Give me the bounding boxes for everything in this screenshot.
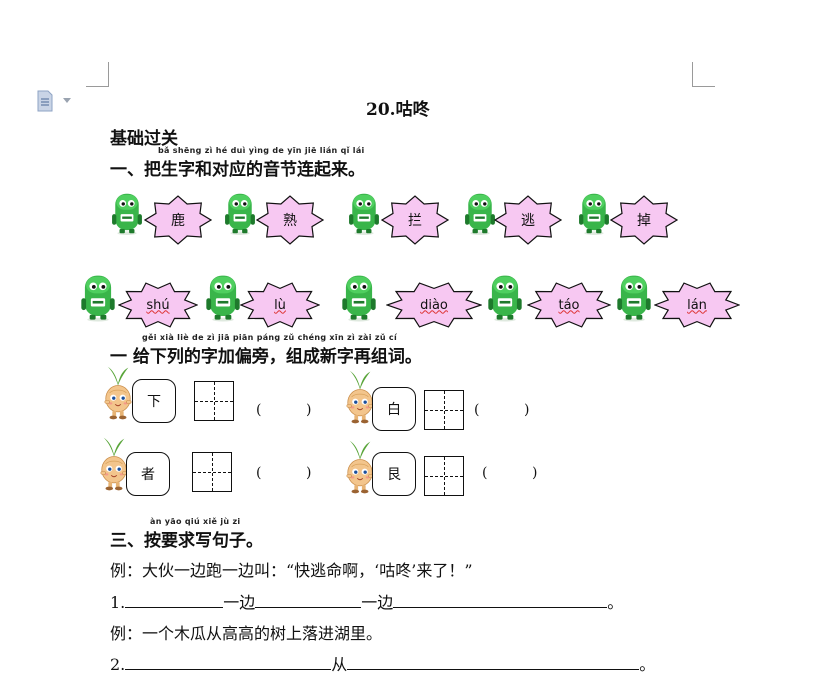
writing-grid[interactable] [192,452,232,492]
star-shape[interactable]: táo [527,281,611,329]
syllable-label: táo [558,297,580,313]
syllable-label: diào [420,297,448,313]
answer-parentheses[interactable]: ( ) [256,465,312,481]
star-shape[interactable]: 掉 [610,195,678,245]
character-label: 熟 [283,213,297,229]
page-title: 20.咕咚 [366,100,430,120]
mascot-icon [111,190,143,240]
mascot-icon [616,272,652,326]
margin-corner-top-left [86,62,109,87]
exercise-line-1: 1. 一边 一边 。 [110,589,623,613]
mascot-icon [487,272,523,326]
mascot-icon [205,272,241,326]
character-label: 逃 [521,213,535,229]
character-label: 者 [141,467,155,483]
section-subtitle: 基础过关 [110,129,178,149]
connector-word: 一边 [223,593,256,612]
syllable-label: lù [274,297,286,313]
mascot-icon [224,190,256,240]
star-shape[interactable]: 逃 [494,195,562,245]
answer-blank[interactable] [393,592,608,608]
star-shape[interactable]: 拦 [381,195,449,245]
document-icon[interactable] [36,90,54,112]
onion-mascot-icon [344,368,376,430]
character-label: 鹿 [171,213,185,229]
item-number: 1. [110,593,126,612]
character-box: 白 [372,387,416,431]
section3-heading: 三、按要求写句子。 [110,531,263,551]
character-label: 下 [147,394,161,410]
character-label: 拦 [408,213,422,229]
item-number: 2. [110,655,126,674]
star-shape[interactable]: 熟 [256,195,324,245]
sentence-end: 。 [607,593,624,612]
mascot-icon [341,272,377,326]
answer-blank[interactable] [347,654,640,670]
sentence-end: 。 [639,655,656,674]
character-label: 白 [387,402,401,418]
example-sentence-2: 例：一个木瓜从高高的树上落进湖里。 [110,624,383,643]
connector-word: 从 [331,655,348,674]
character-label: 掉 [637,213,651,229]
section3-pinyin: àn yāo qiú xiě jù zi [150,517,241,526]
writing-grid[interactable] [194,381,234,421]
example-sentence-1: 例：大伙一边跑一边叫：“快逃命啊，‘咕咚’来了！” [110,561,473,580]
mascot-icon [80,272,116,326]
syllable-label: lán [687,297,707,313]
dropdown-arrow-icon[interactable] [63,98,71,103]
answer-parentheses[interactable]: ( ) [256,402,312,418]
star-shape[interactable]: lù [240,281,320,329]
margin-corner-top-right [692,62,715,87]
character-box: 者 [126,452,170,496]
answer-blank[interactable] [125,654,332,670]
answer-parentheses[interactable]: ( ) [482,465,538,481]
character-box: 下 [132,379,176,423]
onion-mascot-icon [344,438,376,500]
mascot-icon [464,190,496,240]
section1-heading: 一、把生字和对应的音节连起来。 [110,160,365,180]
section1-pinyin: bǎ shēng zì hé duì yìng de yīn jiē lián … [158,146,365,155]
writing-grid[interactable] [424,390,464,430]
character-box: 艮 [372,452,416,496]
star-shape[interactable]: shú [118,281,198,329]
mascot-icon [348,190,380,240]
onion-mascot-icon [102,364,134,426]
star-shape[interactable]: lán [654,281,740,329]
section2-pinyin: gěi xià liè de zì jiā piān páng zǔ chéng… [142,333,398,342]
answer-blank[interactable] [125,592,224,608]
answer-blank[interactable] [255,592,362,608]
character-label: 艮 [387,467,401,483]
syllable-label: shú [146,297,170,313]
star-shape[interactable]: diào [386,281,482,329]
section2-heading: 一 给下列的字加偏旁，组成新字再组词。 [110,347,422,367]
exercise-line-2: 2. 从 。 [110,651,655,675]
connector-word: 一边 [361,593,394,612]
onion-mascot-icon [98,435,130,497]
mascot-icon [578,190,610,240]
star-shape[interactable]: 鹿 [144,195,212,245]
writing-grid[interactable] [424,456,464,496]
answer-parentheses[interactable]: ( ) [474,402,530,418]
